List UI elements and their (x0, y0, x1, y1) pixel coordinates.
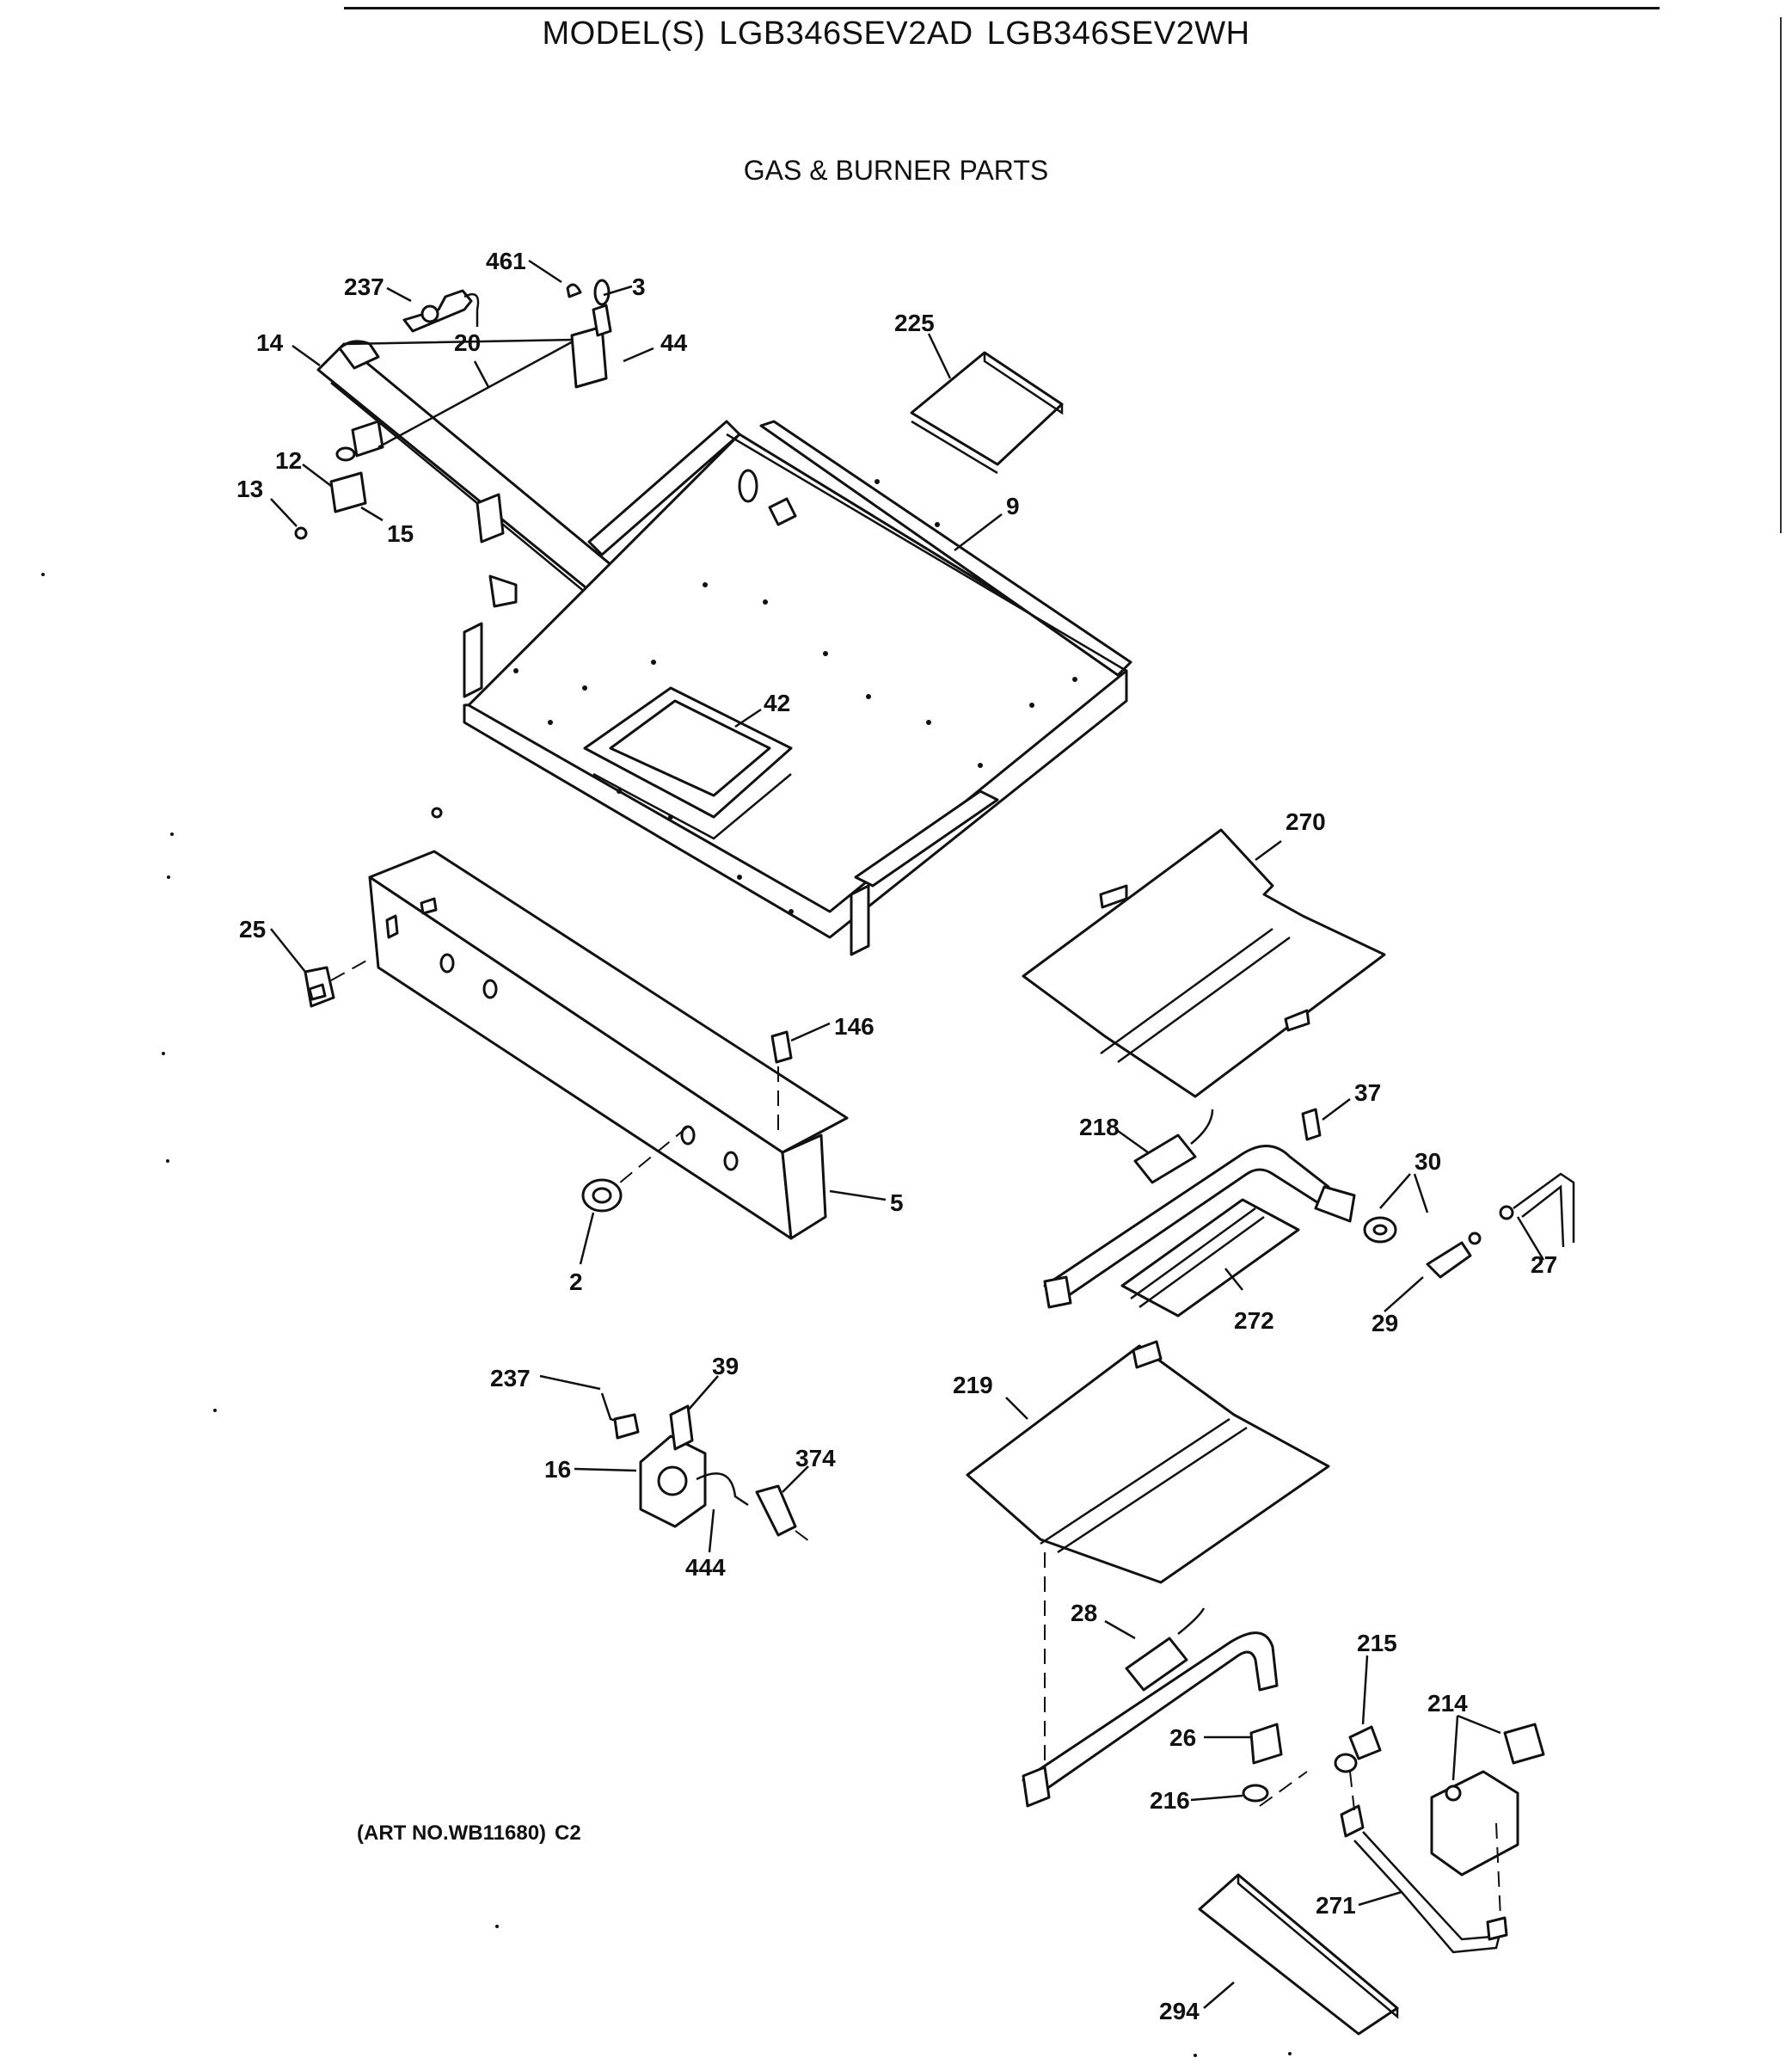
burner-shield-270 (1022, 828, 1386, 1098)
callout: 44 (660, 329, 688, 356)
clip-146 (770, 1030, 793, 1064)
page-edge (1780, 17, 1782, 533)
bracket-37 (1301, 1108, 1322, 1141)
callout: 270 (1286, 808, 1326, 835)
orifice-30 (1363, 1216, 1397, 1244)
callout: 271 (1316, 1892, 1356, 1919)
model-prefix: MODEL(S) (542, 15, 706, 52)
callout-labels: 461 3 237 44 14 20 225 12 13 15 9 42 270… (236, 248, 1557, 2024)
igniter-218 (1133, 1109, 1214, 1184)
callout: 237 (490, 1365, 531, 1391)
screw (431, 807, 443, 819)
manifold-assembly (294, 279, 668, 648)
pipe-27 (1499, 1172, 1575, 1248)
callout: 461 (486, 248, 526, 274)
scan-dots (41, 573, 1292, 2057)
leader-lines (270, 259, 1545, 2009)
callout: 12 (275, 447, 302, 474)
callout: 219 (953, 1372, 993, 1398)
callout: 26 (1169, 1724, 1196, 1751)
callout: 5 (890, 1189, 904, 1216)
callout: 42 (764, 690, 790, 716)
callout: 146 (834, 1013, 875, 1040)
broil-burner (1022, 1631, 1279, 1808)
callout: 374 (795, 1445, 836, 1471)
valve-29 (1426, 1232, 1482, 1279)
grommet-2 (581, 1178, 623, 1213)
callout: 39 (712, 1353, 739, 1379)
callout: 25 (239, 916, 266, 943)
callout: 237 (344, 273, 384, 300)
callout: 294 (1159, 1998, 1200, 2024)
callout: 216 (1150, 1787, 1190, 1814)
burner-grate-42 (583, 686, 793, 840)
regulator-214 (1430, 1723, 1545, 1877)
fitting-374 (755, 1484, 797, 1537)
igniter-28 (1125, 1607, 1206, 1692)
art-code: C2 (555, 1821, 581, 1845)
header-rule (344, 7, 1660, 9)
callout: 218 (1079, 1114, 1120, 1140)
callout: 225 (894, 310, 935, 336)
callout: 27 (1531, 1251, 1557, 1278)
callout: 214 (1427, 1690, 1468, 1717)
burner-box-holes (513, 479, 1077, 914)
callout: 13 (236, 476, 263, 502)
bake-burner-272 (1043, 1145, 1356, 1318)
callout: 37 (1354, 1079, 1381, 1106)
model-number: LGB346SEV2WH (986, 15, 1250, 52)
clip-25 (304, 966, 335, 1008)
callout: 16 (544, 1456, 571, 1483)
callout: 2 (569, 1268, 583, 1295)
callout: 272 (1234, 1307, 1274, 1334)
assembly-lines (330, 958, 1501, 1919)
washer-216 (1242, 1784, 1269, 1803)
art-number-text: (ART NO.WB11680) (357, 1821, 547, 1845)
model-number: LGB346SEV2AD (719, 15, 973, 52)
pressure-regulator-16 (639, 1404, 749, 1528)
callout: 14 (256, 329, 284, 356)
callout: 9 (1006, 493, 1020, 519)
broil-shield-219 (966, 1340, 1330, 1584)
art-number: (ART NO.WB11680) C2 (357, 1821, 590, 1846)
callout: 29 (1372, 1310, 1398, 1336)
page-title: MODEL(S) LGB346SEV2AD LGB346SEV2WH (0, 15, 1792, 52)
pipe-237b (600, 1392, 640, 1440)
bracket-225 (910, 351, 1064, 475)
bracket-215 (1334, 1725, 1382, 1773)
pipe-271 (1340, 1804, 1508, 1954)
section-title: GAS & BURNER PARTS (743, 155, 1049, 186)
callout: 15 (387, 520, 414, 547)
callout: 30 (1415, 1148, 1441, 1175)
bracket-294 (1198, 1873, 1399, 2036)
manifold-panel-5 (368, 850, 849, 1240)
callout: 3 (632, 273, 646, 300)
burner-box (463, 420, 1132, 956)
orifice-holder-26 (1249, 1723, 1283, 1765)
callout: 444 (685, 1554, 726, 1581)
callout: 20 (454, 329, 481, 356)
callout: 28 (1071, 1600, 1097, 1626)
callout: 215 (1357, 1630, 1397, 1656)
